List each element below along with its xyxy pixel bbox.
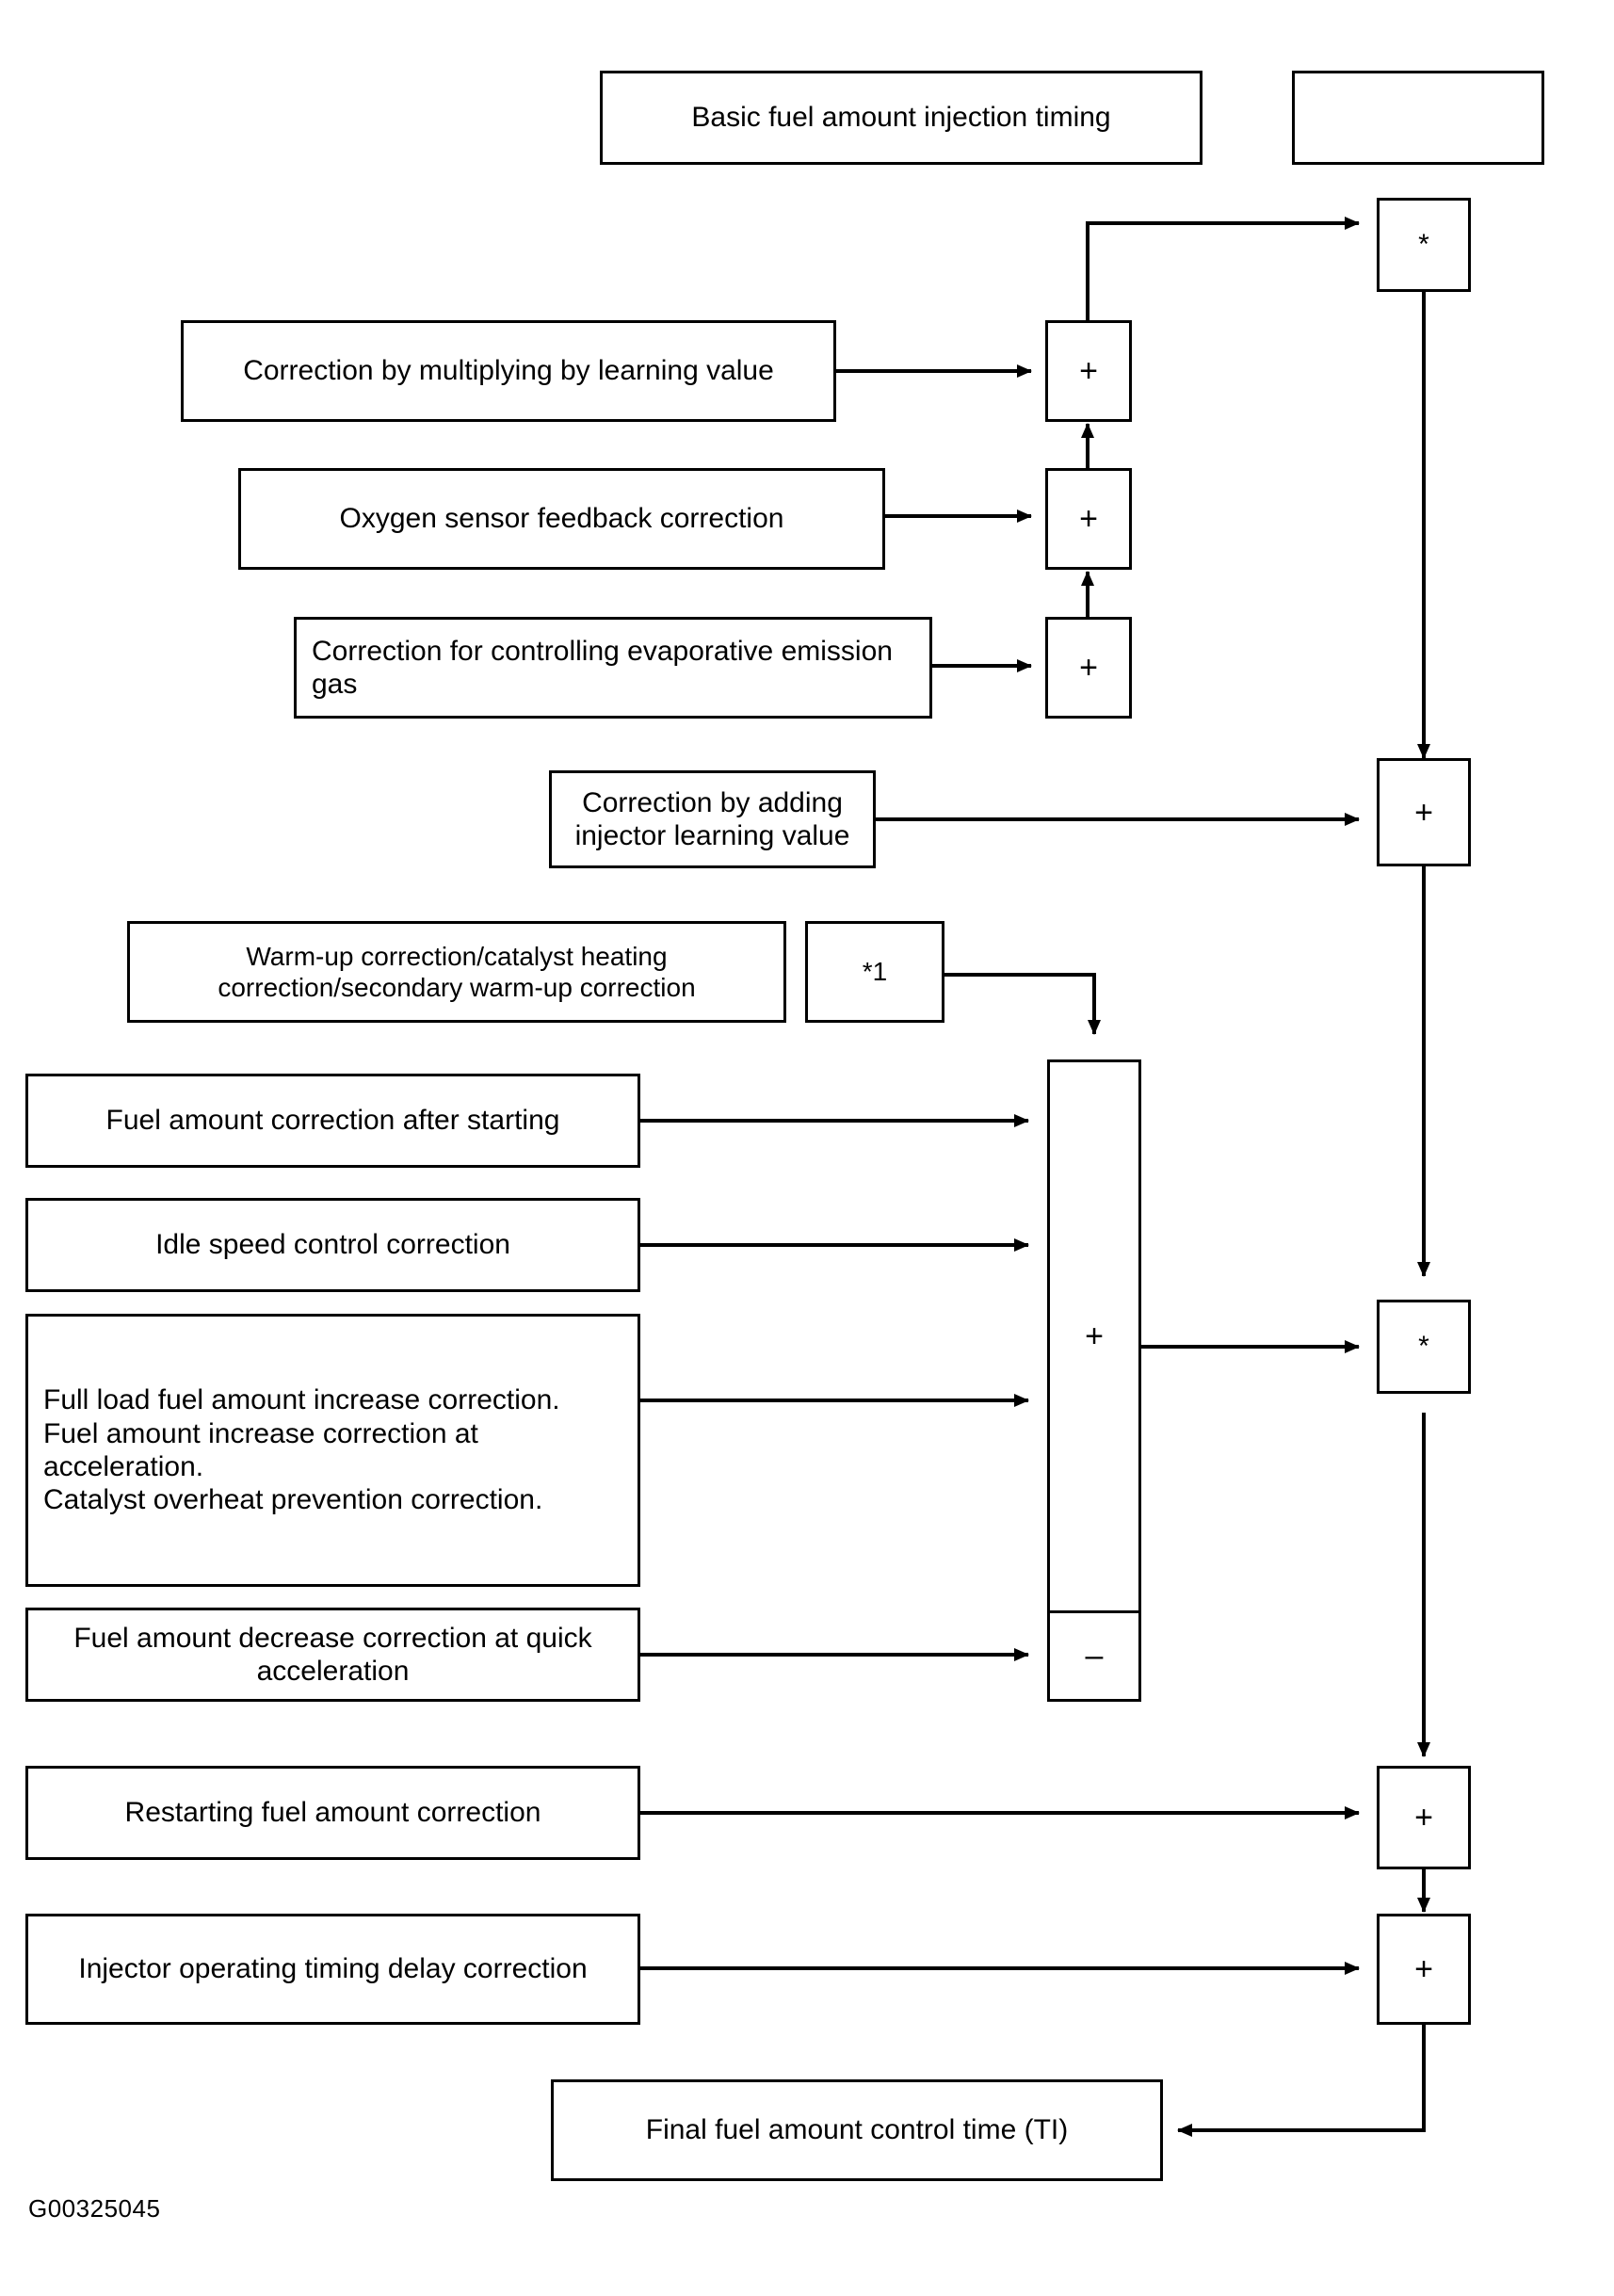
multiply-operator-lower: * — [1377, 1300, 1471, 1394]
add-operator-evaporative: + — [1045, 617, 1132, 719]
summing-bar-plus-segment: + — [1050, 1062, 1138, 1610]
multiply-symbol: * — [1418, 229, 1429, 260]
warm-up-correction-box: Warm-up correction/catalyst heating corr… — [127, 921, 786, 1023]
add-symbol: + — [1079, 353, 1098, 389]
restarting-fuel-correction-label: Restarting fuel amount correction — [124, 1797, 541, 1829]
add-operator-learning: + — [1045, 320, 1132, 422]
add-symbol: + — [1414, 1800, 1433, 1835]
subtract-symbol: – — [1085, 1638, 1104, 1673]
add-operator-injector-learning: + — [1377, 758, 1471, 866]
add-symbol: + — [1414, 794, 1433, 831]
warm-up-correction-label: Warm-up correction/catalyst heating corr… — [218, 941, 696, 1002]
fuel-correction-after-starting-label: Fuel amount correction after starting — [105, 1105, 560, 1137]
add-symbol: + — [1079, 501, 1098, 537]
restarting-fuel-correction-box: Restarting fuel amount correction — [25, 1766, 640, 1860]
add-operator-injector-delay: + — [1377, 1914, 1471, 2025]
injector-delay-correction-box: Injector operating timing delay correcti… — [25, 1914, 640, 2025]
add-symbol: + — [1414, 1951, 1433, 1987]
idle-speed-control-box: Idle speed control correction — [25, 1198, 640, 1292]
full-load-increase-box: Full load fuel amount increase correctio… — [25, 1314, 640, 1587]
multiply-operator-top: * — [1377, 198, 1471, 292]
blank-box — [1292, 71, 1544, 165]
fuel-correction-after-starting-box: Fuel amount correction after starting — [25, 1074, 640, 1168]
final-fuel-control-time-box: Final fuel amount control time (TI) — [551, 2079, 1163, 2181]
add-operator-restarting: + — [1377, 1766, 1471, 1869]
idle-speed-control-label: Idle speed control correction — [155, 1229, 510, 1261]
figure-id-text: G00325045 — [28, 2194, 161, 2223]
footnote-1-box: *1 — [805, 921, 944, 1023]
basic-fuel-injection-timing-label: Basic fuel amount injection timing — [691, 102, 1111, 134]
injector-delay-correction-label: Injector operating timing delay correcti… — [78, 1953, 588, 1985]
evaporative-emission-box: Correction for controlling evaporative e… — [294, 617, 932, 719]
multiply-symbol: * — [1418, 1331, 1429, 1362]
evaporative-emission-label: Correction for controlling evaporative e… — [312, 635, 893, 700]
add-symbol: + — [1085, 1318, 1104, 1354]
injector-learning-value-box: Correction by adding injector learning v… — [549, 770, 876, 868]
correction-multiplying-learning-label: Correction by multiplying by learning va… — [243, 355, 774, 387]
correction-multiplying-learning-box: Correction by multiplying by learning va… — [181, 320, 836, 422]
figure-id-caption: G00325045 — [28, 2194, 160, 2223]
injector-learning-value-label: Correction by adding injector learning v… — [574, 786, 850, 851]
summing-bar-divider — [1050, 1610, 1138, 1613]
footnote-1-label: *1 — [862, 957, 888, 986]
summing-bar: + – — [1047, 1059, 1141, 1702]
final-fuel-control-time-label: Final fuel amount control time (TI) — [645, 2114, 1069, 2146]
summing-bar-minus-segment: – — [1050, 1613, 1138, 1699]
fuel-decrease-quick-accel-box: Fuel amount decrease correction at quick… — [25, 1608, 640, 1702]
basic-fuel-injection-timing-box: Basic fuel amount injection timing — [600, 71, 1202, 165]
add-operator-oxygen: + — [1045, 468, 1132, 570]
full-load-increase-label: Full load fuel amount increase correctio… — [43, 1384, 560, 1516]
fuel-decrease-quick-accel-label: Fuel amount decrease correction at quick… — [73, 1622, 592, 1687]
add-symbol: + — [1079, 650, 1098, 686]
oxygen-sensor-feedback-label: Oxygen sensor feedback correction — [339, 503, 784, 535]
oxygen-sensor-feedback-box: Oxygen sensor feedback correction — [238, 468, 885, 570]
